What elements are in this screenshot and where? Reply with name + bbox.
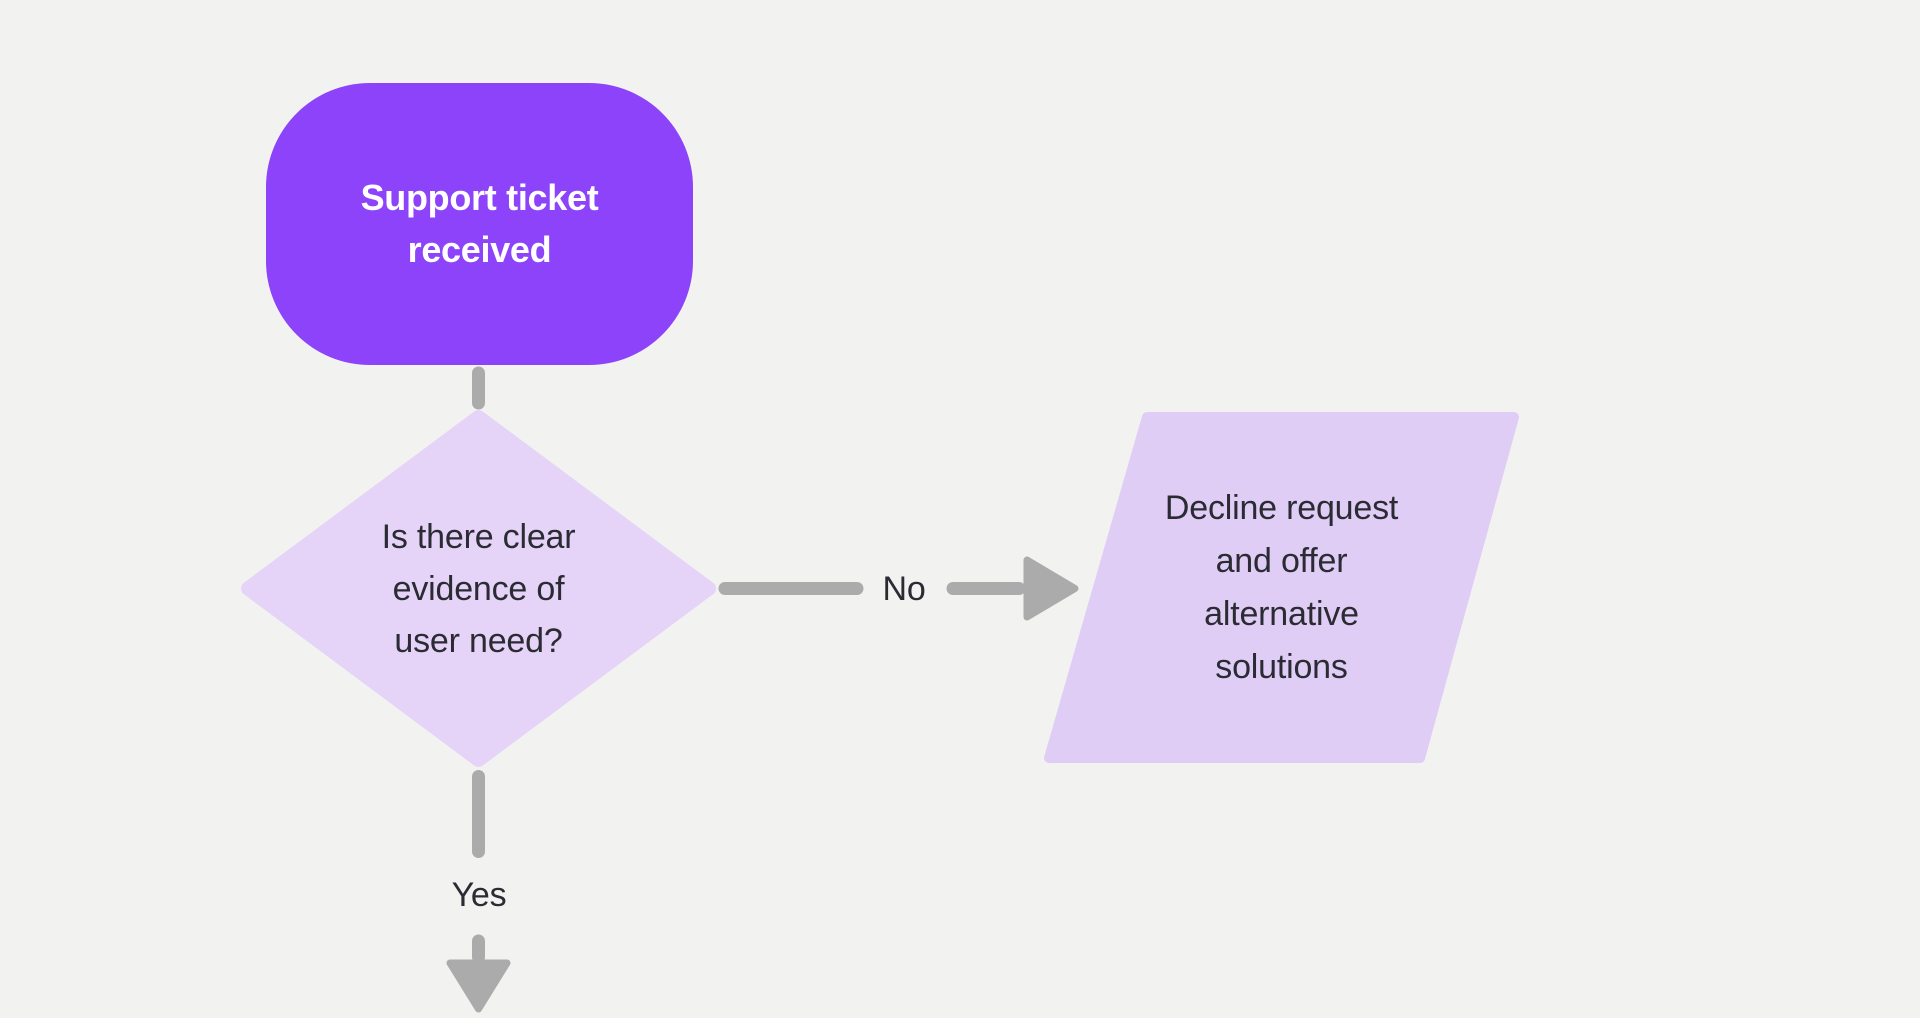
arrowhead-right-icon[interactable] bbox=[1023, 556, 1079, 621]
edge-yes-label[interactable]: Yes bbox=[451, 876, 507, 914]
node-decline-shape[interactable] bbox=[1044, 412, 1519, 763]
node-start-label[interactable]: Support ticket received bbox=[360, 177, 599, 270]
node-decision-label[interactable]: Is there clear evidence of user need? bbox=[381, 517, 576, 660]
node-start-shape[interactable] bbox=[266, 83, 693, 365]
edge-no[interactable] bbox=[718, 556, 1079, 621]
edge-yes[interactable] bbox=[446, 770, 511, 1013]
edge-no-label[interactable]: No bbox=[882, 570, 926, 608]
node-decline-label[interactable]: Decline request and offer alternative so… bbox=[1164, 488, 1399, 686]
arrowhead-down-icon[interactable] bbox=[446, 959, 511, 1013]
node-decision-shape[interactable] bbox=[241, 410, 716, 767]
